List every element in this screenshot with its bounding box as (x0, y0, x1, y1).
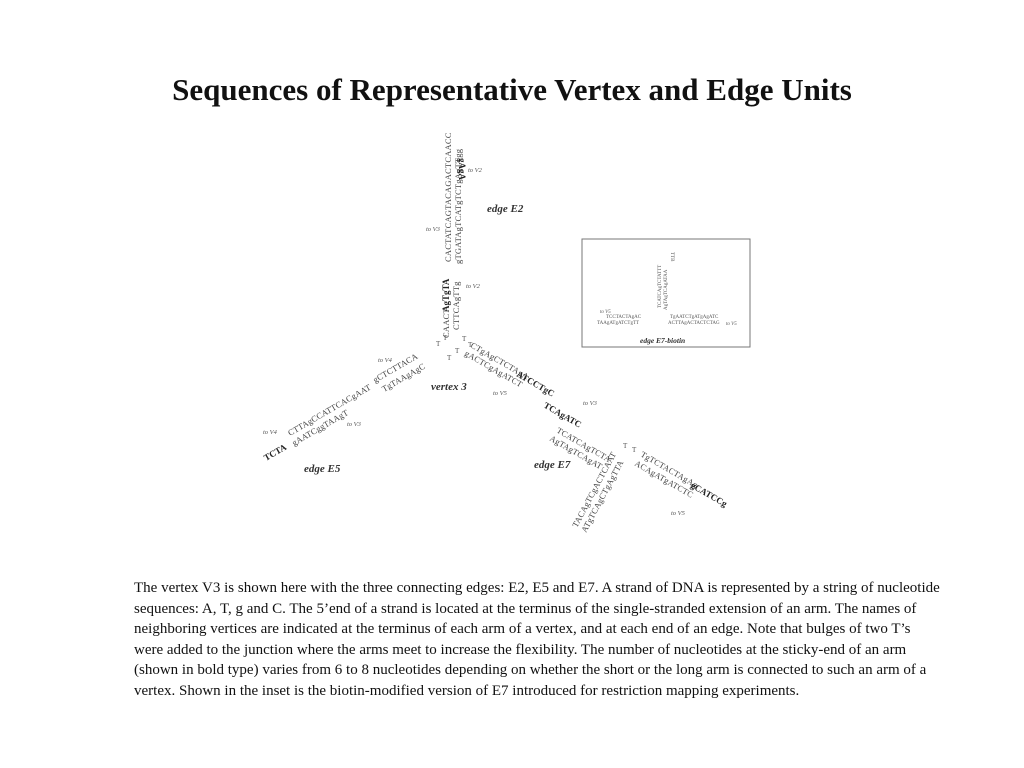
edge-e5-strand-1: CTTAgCCATTCACgAAT (286, 382, 373, 438)
bulge-t-3: T (462, 335, 467, 343)
edge-e2-sticky-end: gAgA (457, 158, 467, 180)
edge-e2-strand-left: CACTATCAGTACAGACTCAACC (443, 132, 453, 262)
vertex-label-to-v5: to V5 (493, 390, 508, 397)
edge-e7-label: edge E7 (534, 459, 571, 471)
edge-e7-label-to-v3: to V3 (583, 400, 598, 407)
vertex-label-to-v2: to V2 (466, 283, 481, 290)
inset-loop: TTB (669, 252, 674, 262)
slide-title: Sequences of Representative Vertex and E… (172, 72, 852, 107)
edge-e7-right-sticky: gCATCCg (689, 480, 729, 509)
inset-strand-left-1: TCCTACTAgAC (606, 315, 642, 320)
inset-stem-strand-1: TCATCAgTCTATTT (658, 265, 663, 308)
dna-diagram: CACTATCAGTACAGACTCAACC gTGATAgTCATgTCTgA… (262, 132, 751, 534)
edge-e7-label-to-v5: to V5 (671, 510, 686, 517)
edge-e2: CACTATCAGTACAGACTCAACC gTGATAgTCATgTCTgA… (426, 132, 524, 264)
edge-e7-sticky-end: TCAgATC (542, 400, 583, 430)
vertex-3: AgTgTA CAACT CTTCAgTTg to V2 T T T T T T… (371, 278, 556, 398)
edge-e5-sticky-end: TCTA (262, 442, 289, 463)
edge-e7-bulge-1: T (623, 442, 628, 450)
inset-label-right: to V5 (726, 322, 737, 327)
vertex-label: vertex 3 (431, 381, 467, 393)
edge-e5-label-to-v4: to V4 (263, 429, 278, 436)
inset-e7-biotin: TCATCAgTCTATTT AgTAgTCAgATAA TTB TCCTACT… (581, 238, 751, 348)
edge-e2-label-to-v2: to V2 (468, 167, 483, 174)
edge-e5-label: edge E5 (304, 463, 341, 475)
edge-e7: TCAgATC TCATCAgTCTA AgTAgTCAgAT T T TgTC… (534, 400, 729, 534)
edge-e5-label-to-v3: to V3 (347, 421, 362, 428)
edge-e2-label: edge E2 (487, 203, 524, 215)
vertex-up-arm-strand-1: CAACT (441, 308, 451, 338)
vertex-up-arm-strand-2: CTTCAgTTg (451, 281, 461, 330)
bulge-t-5: T (447, 354, 452, 362)
bulge-t-6: T (455, 347, 460, 355)
inset-label: edge E7-biotin (640, 336, 685, 345)
bulge-t-2: T (443, 334, 448, 342)
bulge-t-4: T (468, 341, 473, 349)
edge-e7-bulge-2: T (632, 446, 637, 454)
bulge-t-1: T (436, 340, 441, 348)
vertex-up-arm-sticky: AgTgTA (441, 278, 451, 312)
inset-strand-left-2: TAAgATgATCTgTT (597, 321, 639, 326)
figure-caption: The vertex V3 is shown here with the thr… (134, 580, 940, 699)
edge-e2-label-to-v3: to V3 (426, 226, 441, 233)
vertex-label-to-v4: to V4 (378, 357, 393, 364)
inset-strand-right-2: ACTTAgACTACTCTAG (668, 321, 720, 326)
inset-frame (581, 238, 751, 348)
edge-e5: CTTAgCCATTCACgAAT gAATCggTAAgT TCTA to V… (262, 382, 373, 475)
inset-strand-right-1: TgAATCTgATgAgATC (670, 315, 719, 320)
inset-stem-strand-2: AgTAgTCAgATAA (664, 269, 669, 310)
inset-label-left: to V5 (600, 310, 611, 315)
edge-e2-strand-right: gTGATAgTCATgTCTgAgTTgg (453, 148, 463, 264)
